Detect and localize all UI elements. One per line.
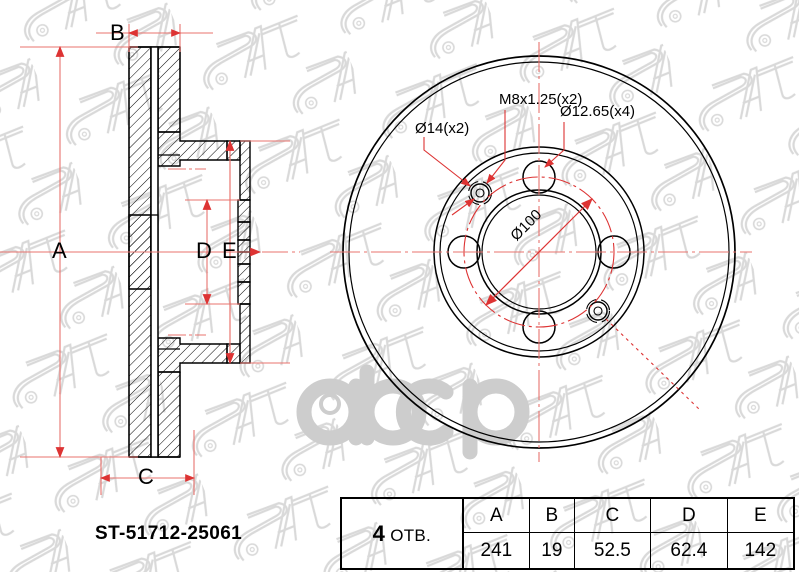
value-b: 19 — [529, 532, 575, 570]
value-e: 142 — [726, 532, 795, 570]
dimension-label-e: E — [222, 238, 237, 263]
dimension-label-d: D — [196, 238, 212, 263]
dimension-c — [99, 430, 196, 495]
table-lead-cell: 4 ОТВ. — [340, 497, 464, 570]
thread-hole-note: M8x1.25(x2) — [499, 91, 583, 108]
bolt-hole-note: Ø12.65(x4) — [560, 103, 636, 120]
header-e: E — [726, 497, 795, 533]
dimension-label-a: A — [52, 238, 67, 263]
dimension-a — [0, 45, 262, 459]
dowel-hole-note: Ø14(x2) — [415, 120, 470, 137]
pcd-dimension-line — [485, 198, 593, 306]
hole-count: 4 — [372, 520, 386, 546]
header-a: A — [462, 497, 531, 533]
header-d: D — [650, 497, 728, 533]
leader-lines — [423, 110, 701, 411]
thread-hole-lower-right — [585, 298, 611, 324]
table-value-row: 241 19 52.5 62.4 142 — [341, 532, 795, 570]
dimension-label-c: C — [138, 464, 154, 489]
value-d: 62.4 — [650, 532, 728, 570]
value-a: 241 — [462, 532, 531, 570]
specification-table: 4 ОТВ. A B C D E 241 19 52.5 62.4 142 — [340, 497, 795, 570]
pcd-note: Ø100 — [507, 206, 546, 245]
thread-hole-upper-left — [467, 180, 493, 206]
dimension-label-b: B — [110, 20, 125, 45]
hole-count-unit: ОТВ. — [390, 525, 432, 545]
table-header-row: 4 ОТВ. A B C D E — [340, 497, 795, 570]
header-b: B — [529, 497, 575, 533]
section-view-geometry — [128, 46, 251, 458]
dimension-e — [225, 139, 290, 365]
header-c: C — [573, 497, 652, 533]
dimension-b — [96, 24, 213, 52]
value-c: 52.5 — [573, 532, 652, 570]
part-number: ST-51712-25061 — [95, 523, 243, 544]
